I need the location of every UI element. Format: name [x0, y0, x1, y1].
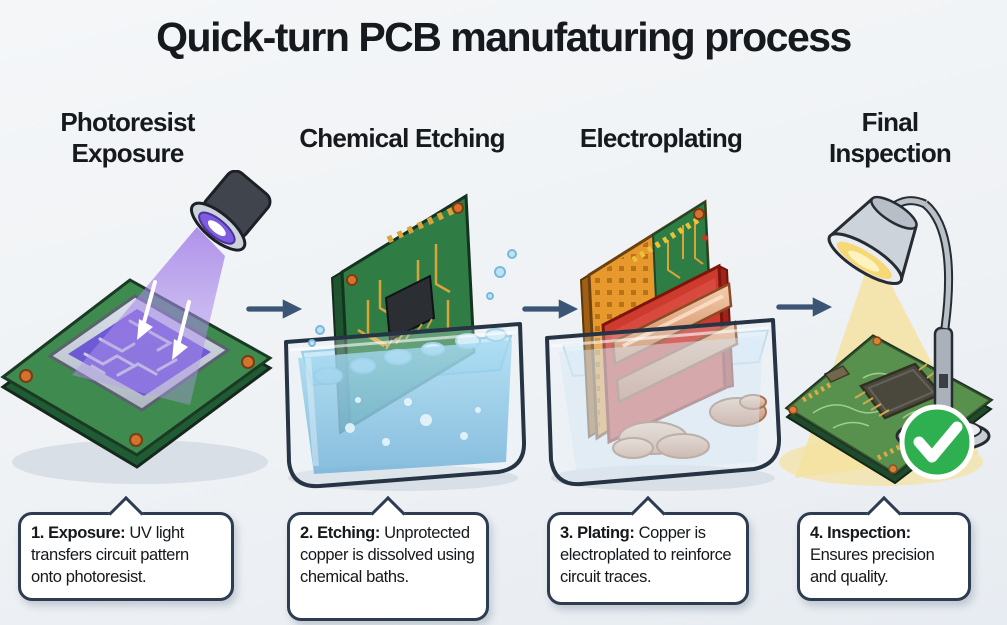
- caption-plating: 3. Plating: Copper is electroplated to r…: [547, 495, 749, 605]
- right-arrow-icon: [776, 297, 833, 317]
- glass-rim-highlight: [289, 330, 517, 352]
- stage-heading-final-inspection: Final Inspection: [828, 107, 952, 168]
- caption-exposure: 1. Exposure: UV light transfers circuit …: [18, 495, 234, 601]
- caption-lead: 4. Inspection:: [810, 524, 911, 542]
- stage-3-illustration: [545, 199, 782, 491]
- glass-tank: [545, 318, 782, 487]
- page-title: Quick-turn PCB manufaturing process: [156, 14, 852, 60]
- caption-inspection: 4. Inspection: Ensures precision and qua…: [797, 495, 971, 601]
- uv-beam: [72, 227, 225, 405]
- caption-lead: 3. Plating:: [560, 524, 635, 542]
- glass-tank: [284, 322, 527, 489]
- caption-etching: 2. Etching: Unprotected copper is dissol…: [287, 495, 489, 621]
- caption-body: Unprotected copper is dissolved using ch…: [300, 524, 475, 586]
- stage-1-illustration: [0, 170, 273, 484]
- stage-heading-chemical-etching: Chemical Etching: [299, 122, 505, 153]
- right-arrow-icon: [522, 299, 579, 319]
- caption-body: Copper is electroplated to reinforce cir…: [560, 524, 732, 586]
- caption-body: UV light transfers circuit pattern onto …: [31, 524, 189, 586]
- stage-2-illustration: [284, 193, 527, 491]
- etchant-liquid: [298, 340, 512, 474]
- bubbles: [345, 397, 481, 446]
- caption-lead: 2. Etching:: [300, 524, 380, 542]
- caption-lead: 1. Exposure:: [31, 524, 126, 542]
- right-arrow-icon: [246, 299, 303, 319]
- uv-light-arrows: [137, 280, 191, 360]
- glass-rim-highlight: [550, 326, 770, 348]
- stage-4-illustration: [779, 195, 994, 486]
- light-tint: [787, 336, 991, 474]
- plating-liquid: [559, 336, 763, 476]
- caption-body: Ensures precision and quality.: [810, 545, 935, 586]
- water-droplets: [308, 249, 517, 347]
- checkmark-icon: [899, 404, 975, 480]
- stage-heading-photoresist-exposure: Photoresist Exposure: [60, 107, 195, 168]
- uv-lamp-icon: [190, 170, 272, 252]
- stage-heading-electroplating: Electroplating: [579, 122, 743, 153]
- glass-highlight: [305, 357, 319, 467]
